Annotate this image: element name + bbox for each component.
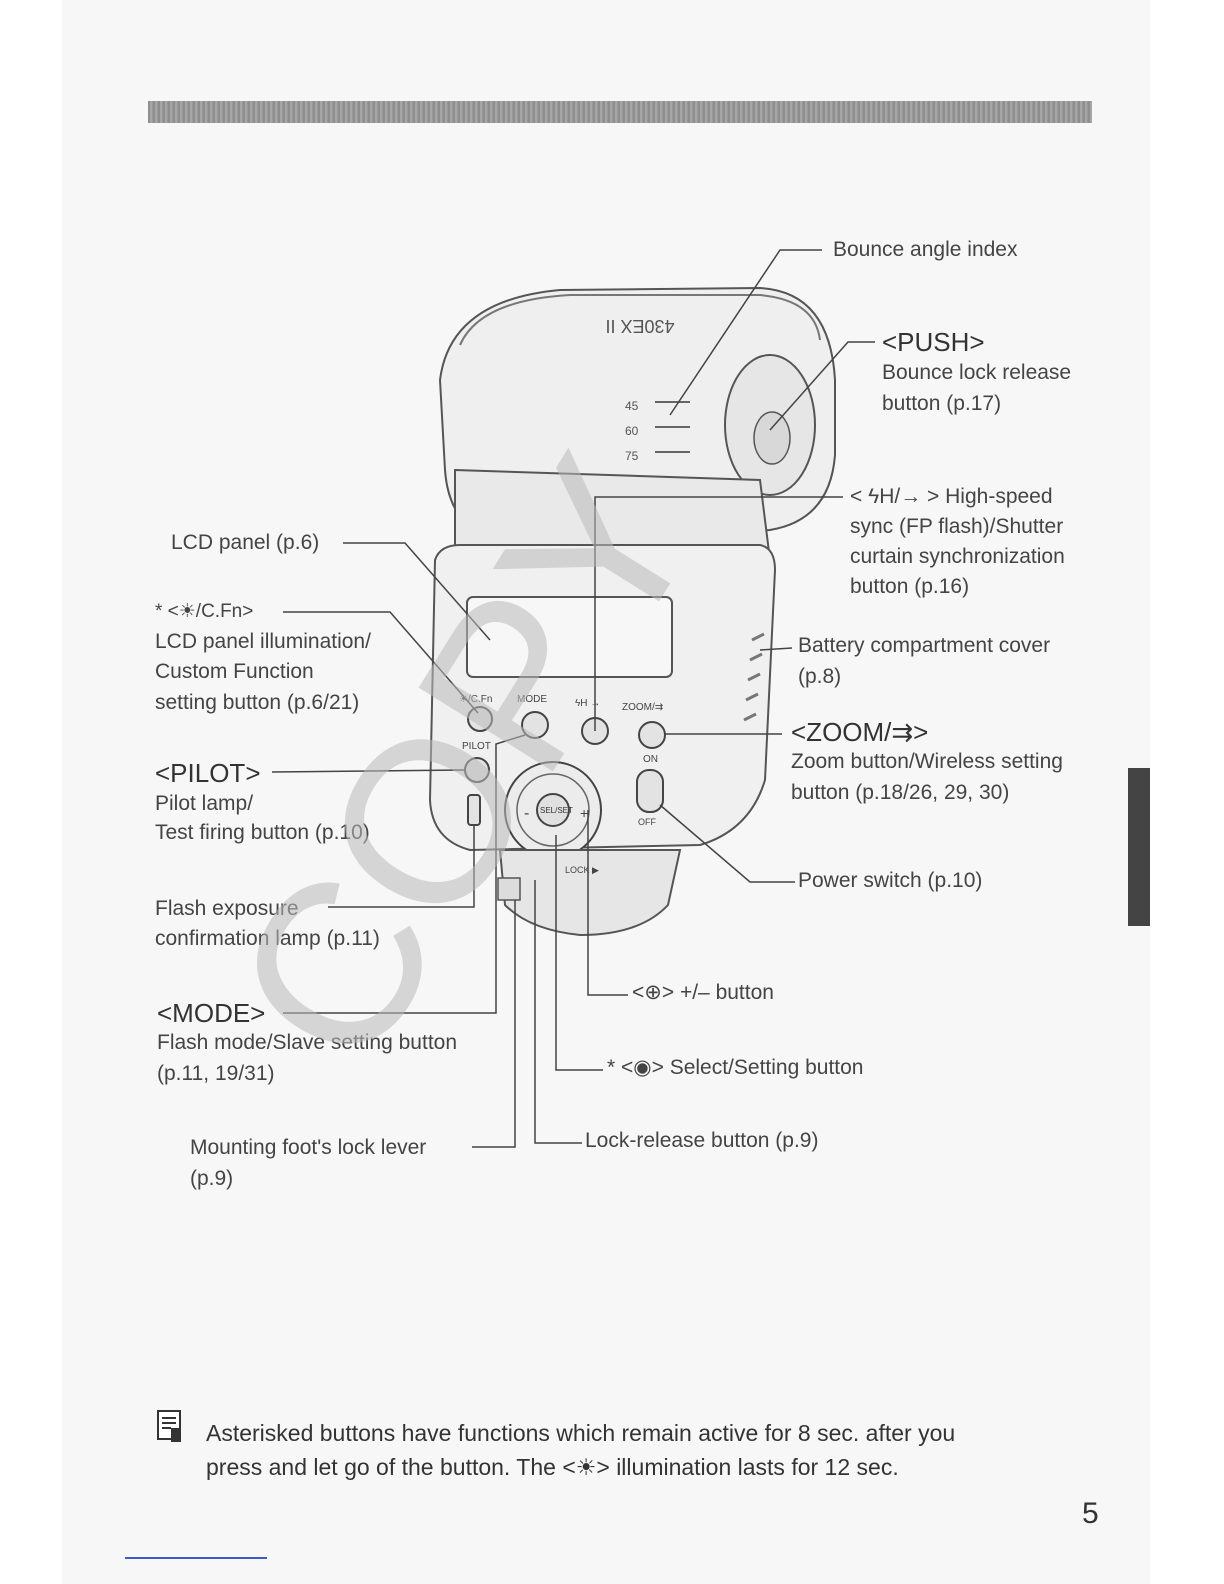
power-switch (636, 769, 664, 813)
push-desc-2: button (p.17) (882, 392, 1002, 415)
note-text: Asterisked buttons have functions which … (206, 1416, 955, 1484)
switch-on-label: ON (643, 754, 658, 765)
sel-set-button (536, 793, 570, 827)
illum-title: * <☀/C.Fn> (155, 601, 254, 622)
flash-head-top (459, 294, 821, 346)
btn-zoom-label: ZOOM/⇉ (622, 702, 663, 713)
push-title: <PUSH> (882, 327, 985, 357)
header-bar (148, 101, 1092, 123)
dial-inner (516, 773, 590, 847)
angle-mark-75: 75 (625, 449, 639, 463)
page-number: 5 (1082, 1497, 1099, 1530)
lock-release-label: Lock-release button (p.9) (585, 1129, 819, 1152)
plus-minus-label: <⊕> +/– button (632, 981, 774, 1004)
note-line-1: Asterisked buttons have functions which … (206, 1420, 956, 1446)
mounting-foot (498, 849, 682, 937)
model-name: 430EX II (605, 316, 674, 336)
lock-label: LOCK ▶ (565, 865, 599, 875)
illum-desc-2: Custom Function (155, 660, 314, 683)
hs-title: < ϟH/→ > High-speed (850, 485, 1053, 508)
btn-mode-label: MODE (517, 694, 547, 705)
pilot-title: <PILOT> (155, 758, 261, 788)
bottom-link-line (125, 1557, 267, 1559)
lcd-panel-label: LCD panel (p.6) (171, 531, 320, 554)
lock-lever (497, 877, 521, 901)
mode-title: <MODE> (157, 998, 266, 1028)
push-button-face (753, 411, 791, 465)
mounting-foot-label-1: Mounting foot's lock lever (190, 1136, 427, 1159)
chapter-tab (1128, 768, 1150, 926)
pilot-desc-1: Pilot lamp/ (155, 792, 254, 815)
bounce-angle-index-label: Bounce angle index (833, 238, 1018, 261)
btn-pilot-label: PILOT (462, 741, 491, 752)
battery-cover-label: Battery compartment cover (798, 634, 1051, 657)
btn-sel-label: SEL/SET (540, 806, 573, 815)
fec-lamp (467, 794, 481, 826)
mode-button (521, 711, 549, 739)
memo-icon (157, 1410, 181, 1442)
hs-desc-3: button (p.16) (850, 575, 970, 598)
power-switch-label: Power switch (p.10) (798, 869, 983, 892)
lcd-panel (466, 596, 673, 678)
switch-off-label: OFF (638, 817, 656, 827)
angle-mark-60: 60 (625, 424, 639, 438)
fec-label-1: Flash exposure (155, 897, 299, 920)
mode-desc-1: Flash mode/Slave setting button (157, 1031, 458, 1054)
zoom-title: <ZOOM/⇉> (791, 717, 929, 747)
zoom-desc-1: Zoom button/Wireless setting (791, 750, 1063, 773)
pilot-button (464, 757, 490, 783)
hs-desc-1: sync (FP flash)/Shutter (850, 515, 1064, 538)
illum-button (467, 706, 493, 732)
btn-hs-label: ϟH → (575, 698, 600, 709)
pilot-desc-2: Test firing button (p.10) (155, 821, 370, 844)
battery-cover-grip (743, 632, 765, 722)
mode-desc-2: (p.11, 19/31) (157, 1062, 275, 1085)
svg-text:-: - (524, 805, 529, 822)
fec-label-2: confirmation lamp (p.11) (155, 927, 380, 950)
illum-desc-1: LCD panel illumination/ (155, 630, 371, 653)
push-desc-1: Bounce lock release (882, 361, 1072, 384)
mounting-foot-label-2: (p.9) (190, 1167, 234, 1190)
note-line-2: press and let go of the button. The <☀> … (206, 1454, 899, 1480)
battery-cover-page: (p.8) (798, 665, 842, 688)
angle-mark-45: 45 (625, 399, 639, 413)
select-setting-label: * <◉> Select/Setting button (607, 1056, 864, 1079)
zoom-button (638, 721, 666, 749)
btn-illum-label: ☀/C.Fn (459, 694, 492, 705)
illum-desc-3: setting button (p.6/21) (155, 691, 360, 714)
leader-lines (271, 249, 875, 1148)
hs-desc-2: curtain synchronization (850, 545, 1065, 568)
zoom-desc-2: button (p.18/26, 29, 30) (791, 781, 1010, 804)
svg-text:+: + (580, 805, 588, 821)
